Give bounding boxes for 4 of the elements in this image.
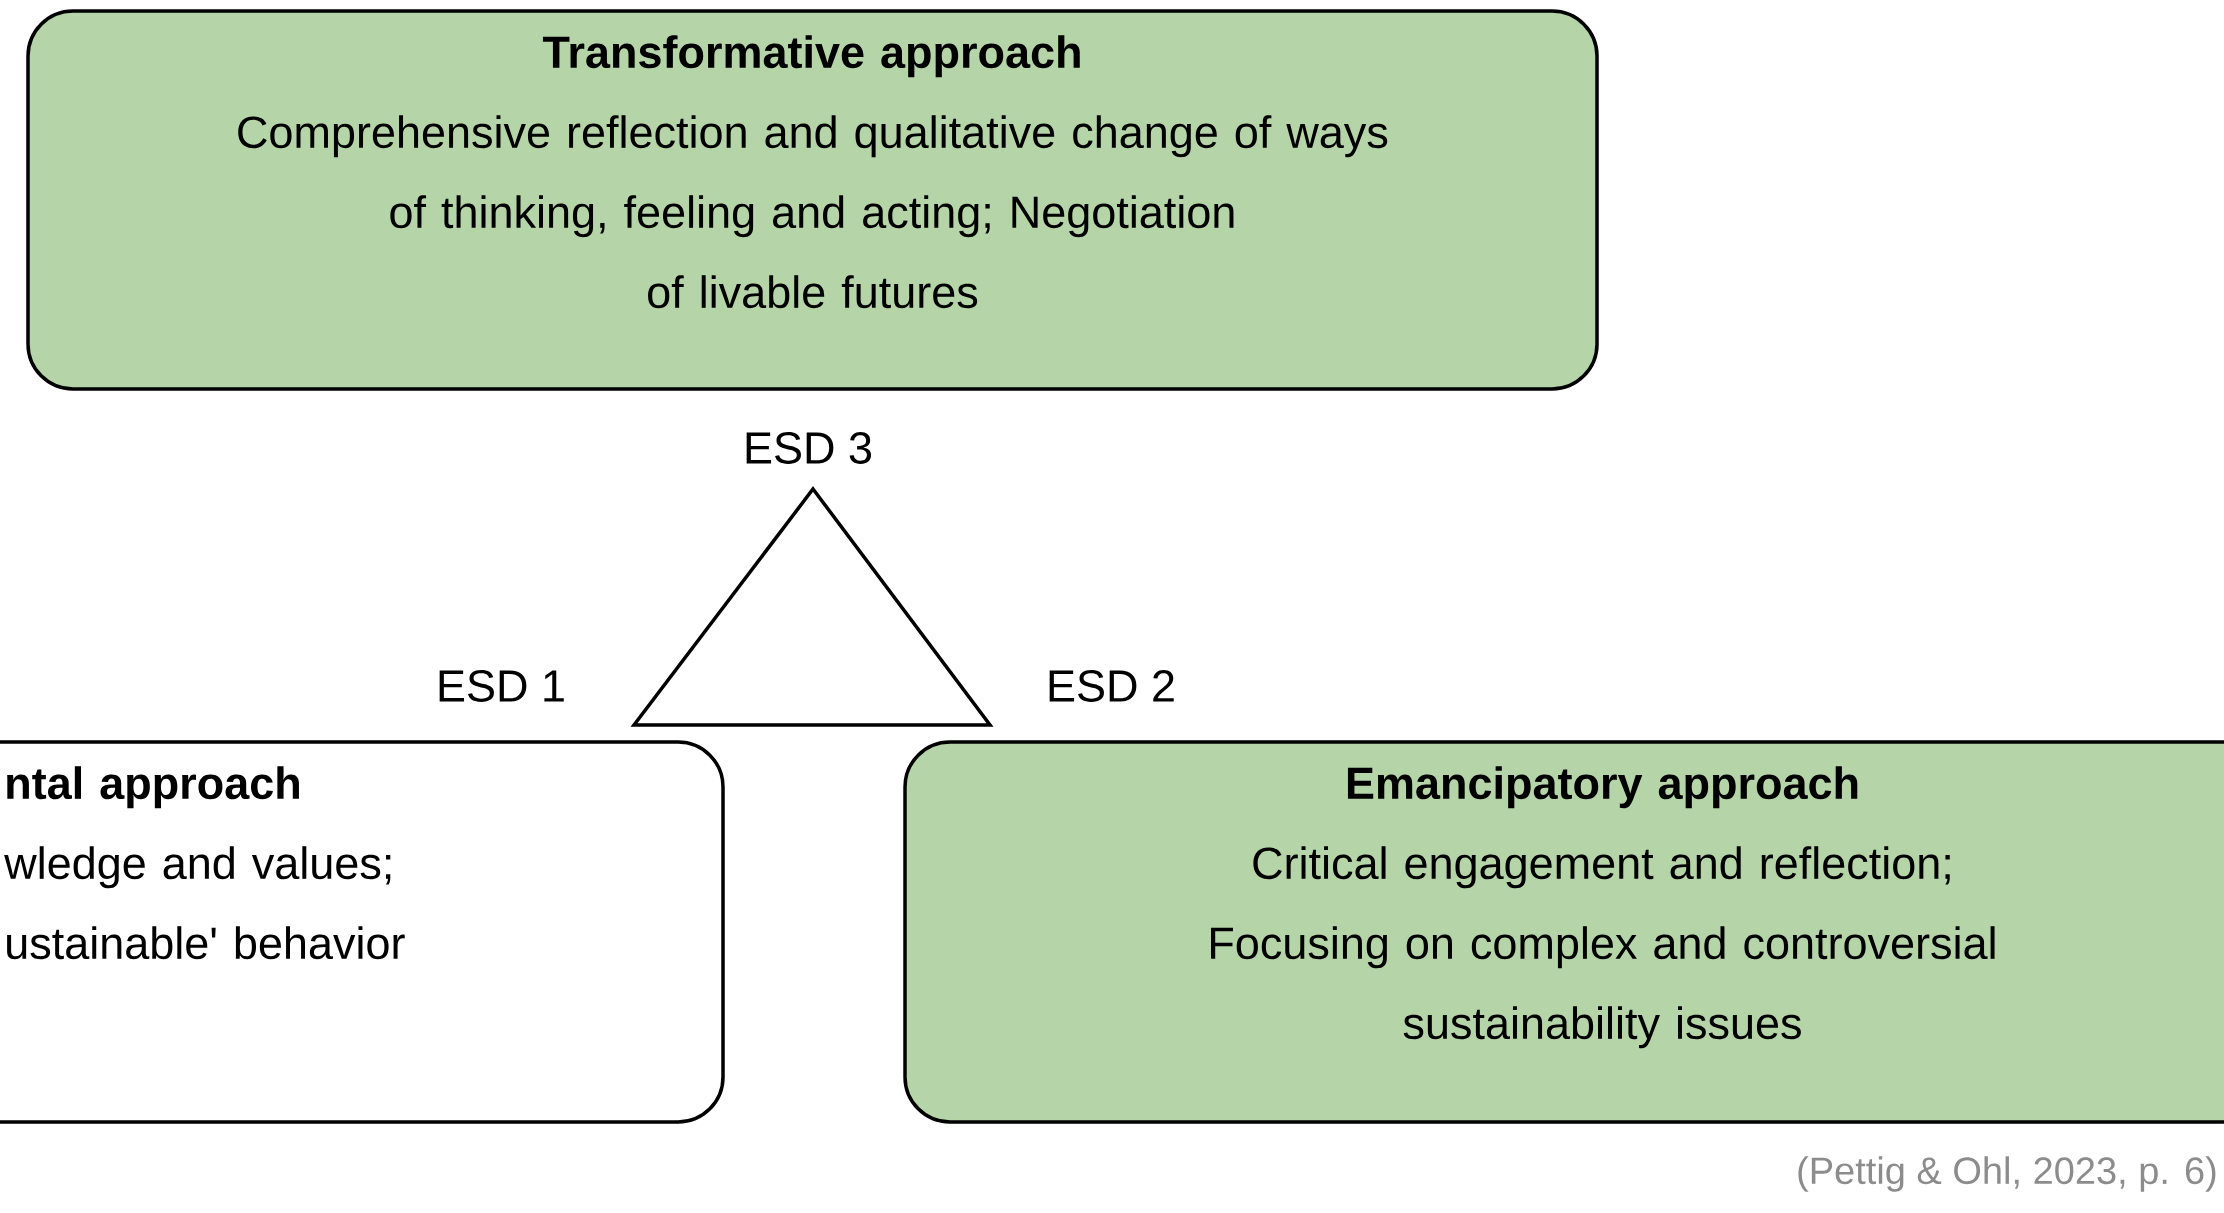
approach-box: Transformative approach Comprehensive reflection and qualitative change of ways of thinking, feeling and acting; Negotiation of livable futures (26, 9, 1599, 391)
approach-box: Emancipatory approach Critical engagement and reflection; Focusing on complex and controversial sustainability issues (903, 740, 2224, 1124)
approach-box: ntal approach wledge and values; ustainable' behavior (0, 740, 725, 1124)
vertex-label: ESD 3 (746, 432, 871, 464)
